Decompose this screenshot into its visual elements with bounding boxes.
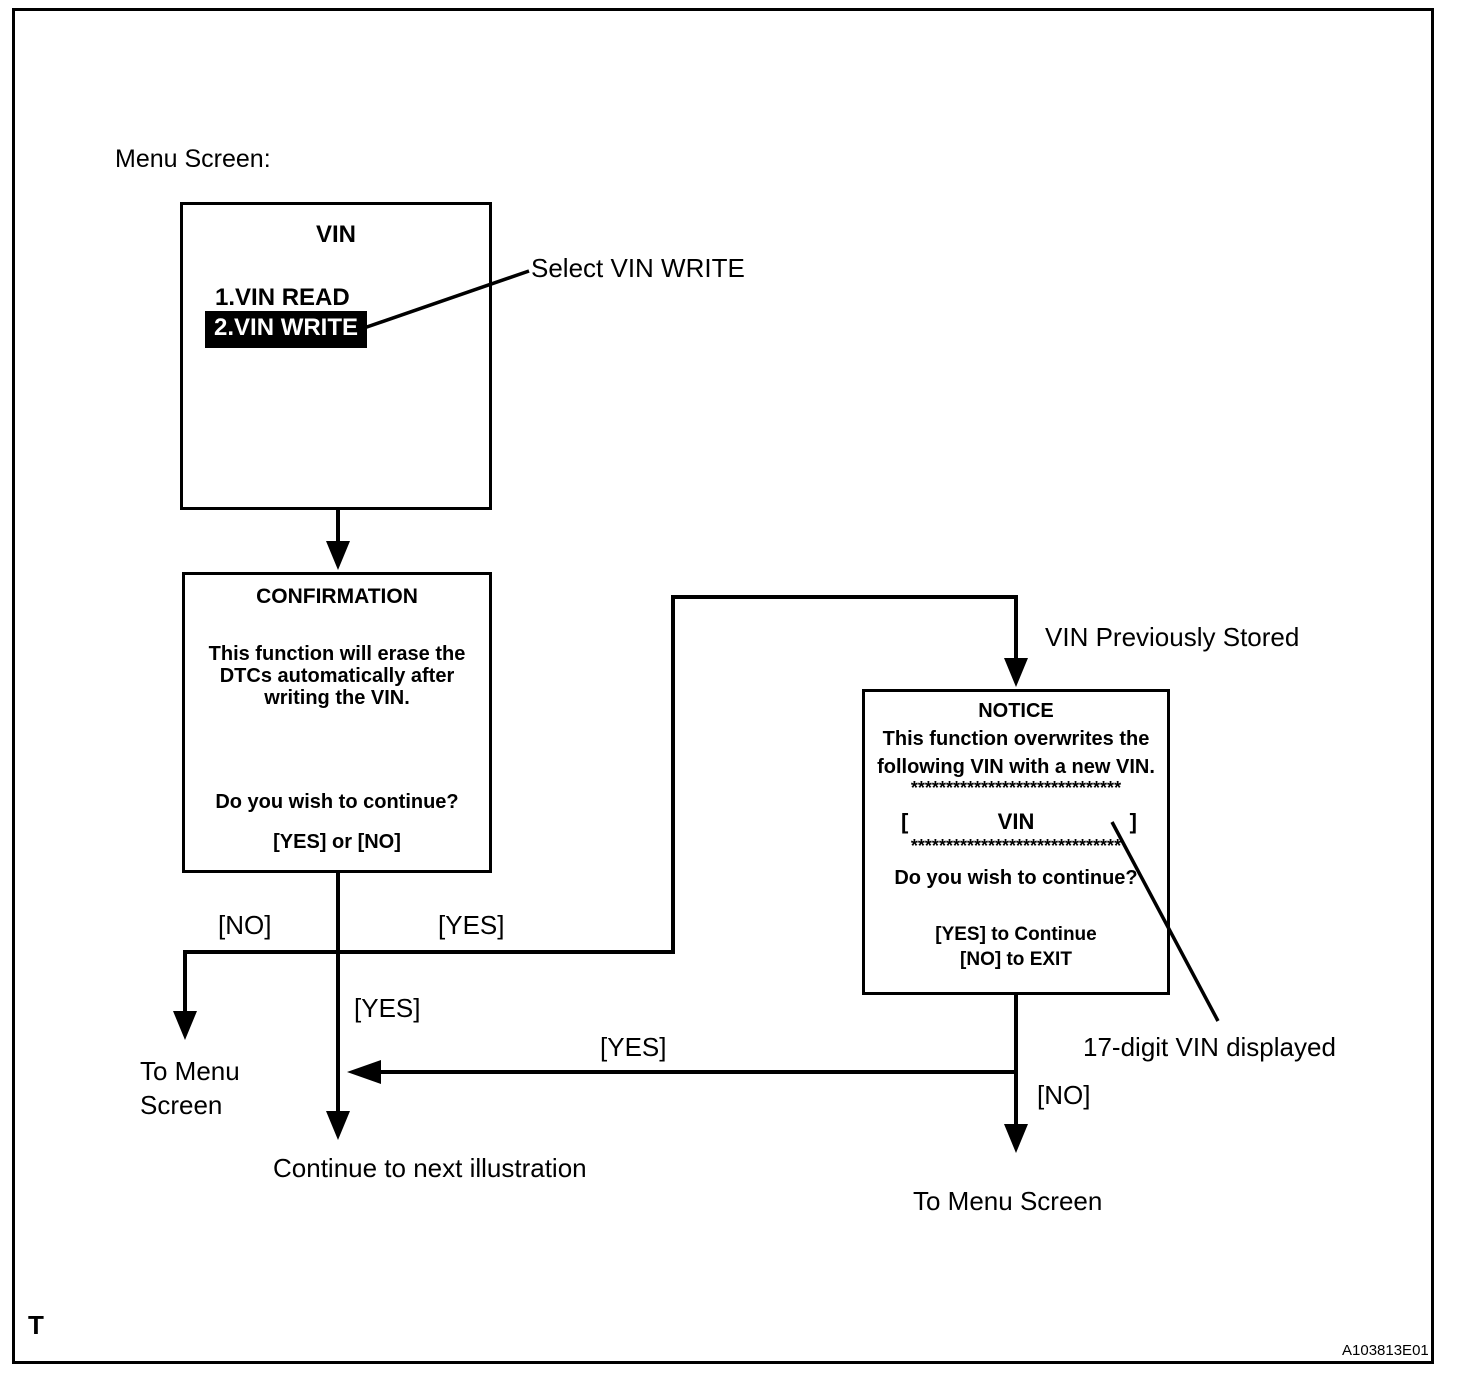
notice-stars-row-top: ****************************** [910, 778, 1122, 798]
confirmation-body-line1: This function will erase the [208, 643, 466, 665]
notice-title: NOTICE [978, 700, 1054, 722]
vin-write-item-highlighted: 2.VIN WRITE [205, 311, 368, 348]
notice-body-line1: This function overwrites the [882, 728, 1150, 750]
notice-vin-bracket-close: ] [1129, 809, 1137, 834]
notice-yes-line: [YES] to Continue [935, 924, 1097, 945]
notice-body-line2: following VIN with a new VIN. [877, 756, 1155, 778]
continue-next-illustration-label: Continue to next illustration [273, 1153, 587, 1183]
confirmation-body-line3: writing the VIN. [264, 687, 410, 709]
vin-menu-screen-box: VIN 1.VIN READ 2.VIN WRITE [180, 202, 492, 510]
notice-vin-value: VIN [997, 809, 1035, 834]
select-vin-write-callout: Select VIN WRITE [531, 253, 745, 283]
to-menu-screen-left-line1: To Menu [140, 1056, 240, 1086]
edge-label-yes-down: [YES] [354, 993, 421, 1023]
vin-displayed-callout: 17-digit VIN displayed [1083, 1032, 1336, 1062]
confirmation-question: Do you wish to continue? [215, 791, 459, 813]
notice-question: Do you wish to continue? [894, 867, 1138, 889]
vin-previously-stored-callout: VIN Previously Stored [1045, 622, 1300, 652]
to-menu-screen-left-line2: Screen [140, 1090, 223, 1120]
notice-no-line: [NO] to EXIT [960, 949, 1072, 970]
to-menu-screen-right-label: To Menu Screen [913, 1186, 1103, 1216]
confirmation-title: CONFIRMATION [256, 585, 418, 608]
menu-screen-heading: Menu Screen: [115, 145, 271, 173]
vin-read-item: 1.VIN READ [215, 284, 350, 311]
edge-label-no-left: [NO] [218, 910, 272, 940]
confirmation-body-line2: DTCs automatically after [219, 665, 455, 687]
edge-label-yes-merge: [YES] [600, 1032, 667, 1062]
edge-label-no-right: [NO] [1037, 1080, 1091, 1110]
figure-code: A103813E01 [1342, 1342, 1429, 1359]
vin-menu-title: VIN [315, 221, 356, 248]
notice-stars-row-bottom: ****************************** [910, 836, 1122, 856]
notice-box: NOTICE This function overwrites the foll… [862, 689, 1170, 995]
page-corner-letter: T [28, 1310, 44, 1340]
confirmation-options: [YES] or [NO] [273, 831, 401, 853]
confirmation-box: CONFIRMATION This function will erase th… [182, 572, 492, 873]
page-border-frame [12, 8, 1434, 1364]
edge-label-yes-right: [YES] [438, 910, 505, 940]
